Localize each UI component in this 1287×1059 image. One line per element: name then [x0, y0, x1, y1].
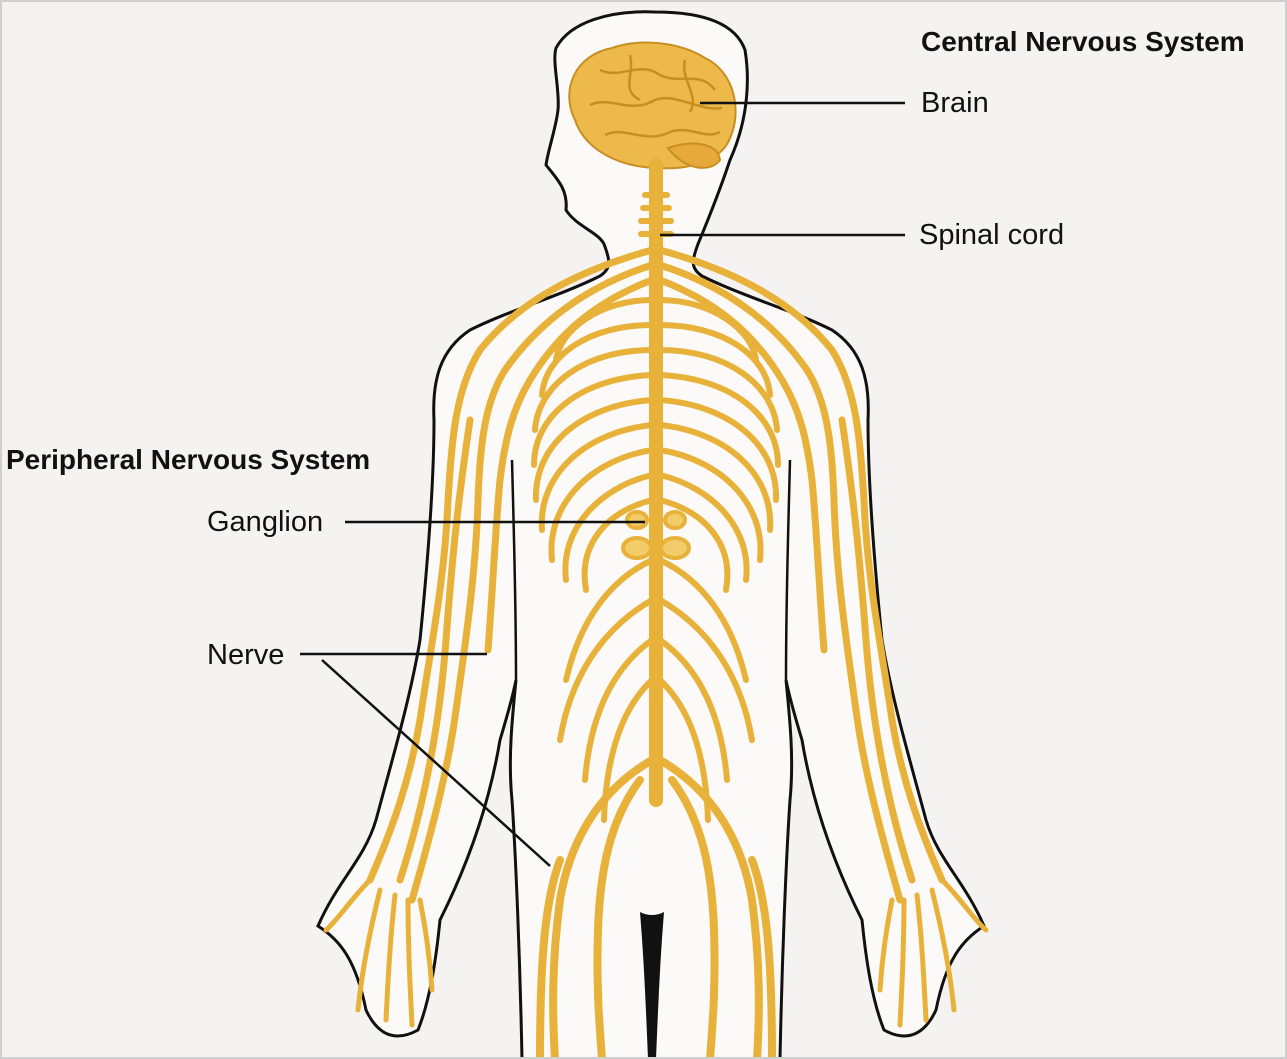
central-nervous-system-heading: Central Nervous System — [921, 26, 1245, 57]
nerve-label: Nerve — [207, 639, 285, 671]
nerve-network — [323, 158, 989, 1059]
left-arm-inner-line — [510, 459, 518, 681]
right-arm-inner-line — [784, 459, 792, 681]
nerve-leader-line-leg — [321, 659, 551, 867]
peripheral-nervous-system-heading: Peripheral Nervous System — [6, 444, 371, 475]
leader-lines — [300, 101, 905, 867]
spinal-cord-label: Spinal cord — [919, 219, 1065, 251]
groin — [640, 912, 664, 1059]
ganglion-label: Ganglion — [207, 506, 324, 538]
brain-label: Brain — [921, 87, 989, 119]
brain-graphic — [568, 41, 737, 170]
